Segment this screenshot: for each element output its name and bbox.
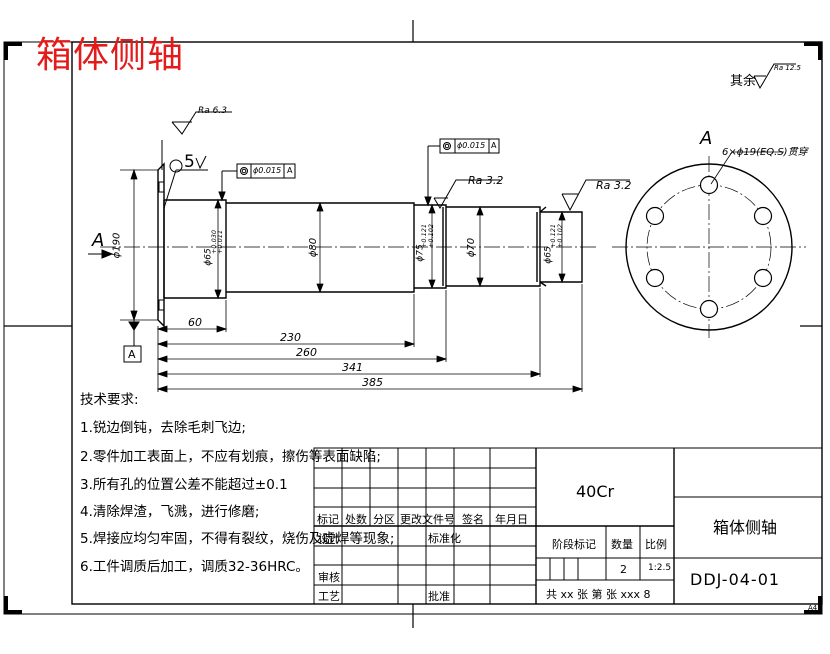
datum-symbol — [123, 320, 142, 363]
d5-tol-lower: +0.102 — [556, 223, 565, 249]
quantity-value: 2 — [620, 563, 627, 576]
len-341-label: 341 — [342, 361, 363, 374]
general-roughness-value: Ra 12.5 — [774, 64, 801, 72]
d3-tol-lower: +0.102 — [427, 223, 436, 249]
part-name: 箱体侧轴 — [713, 518, 778, 537]
tech-req-item: 3.所有孔的位置公差不能超过±0.1 — [80, 477, 288, 493]
len-260-label: 260 — [296, 346, 317, 359]
tech-req-item: 2.零件加工表面上，不应有划痕，擦伤等表面缺陷; — [80, 449, 381, 465]
drawing-number: DDJ-04-01 — [690, 570, 781, 589]
tolerance-frame-right — [424, 138, 500, 207]
roughness-shoulder2 — [561, 179, 630, 212]
rev-header: 处数 — [345, 513, 367, 526]
tech-req-item: 1.锐边倒钝，去除毛刺飞边; — [80, 420, 246, 436]
len-60-label: 60 — [188, 316, 202, 329]
corner-marks — [4, 42, 822, 614]
holes-note: 6×ϕ19(EQ.S)贯穿 — [722, 147, 808, 158]
roughness-shoulder2-label: Ra 3.2 — [596, 179, 632, 192]
process-label: 工艺 — [318, 590, 340, 603]
section-letter-a: A — [700, 128, 713, 149]
tolerance-left-value: ϕ0.015 — [253, 166, 282, 175]
title-block-grid — [313, 447, 823, 605]
d1-tol-lower: +0.011 — [216, 229, 225, 255]
review-label: 审核 — [318, 571, 340, 584]
diameter-dims — [120, 168, 566, 322]
d5-label: ϕ65 — [543, 246, 554, 264]
tech-req-item: 5.焊接应均匀牢固，不得有裂纹，烧伤及虚焊等现象; — [80, 531, 395, 547]
chamfer-leader — [163, 155, 208, 209]
quantity-label: 数量 — [611, 538, 633, 551]
tolerance-left-datum: A — [287, 166, 293, 175]
len-230-label: 230 — [280, 331, 301, 344]
tolerance-right-value: ϕ0.015 — [457, 141, 486, 150]
standardize-label: 标准化 — [428, 532, 461, 545]
roughness-end-face — [161, 111, 232, 170]
rev-header: 更改文件号 — [400, 513, 455, 526]
centering-ticks — [4, 20, 822, 628]
rev-header: 年月日 — [495, 513, 528, 526]
overall-dia-label: ϕ190 — [111, 232, 123, 259]
roughness-shoulder1 — [433, 179, 500, 209]
datum-box-letter: A — [128, 348, 136, 361]
rev-header: 分区 — [373, 513, 395, 526]
material: 40Cr — [576, 482, 615, 501]
approve-label: 批准 — [428, 590, 450, 603]
sheet-size: A4 — [808, 604, 818, 612]
rev-header: 标记 — [317, 513, 339, 526]
stage-mark-label: 阶段标记 — [552, 538, 596, 551]
sheet-info: 共 xx 张 第 张 xxx 8 — [546, 588, 651, 601]
rev-header: 签名 — [462, 513, 484, 526]
tech-req-item: 4.清除焊渣，飞溅，进行修磨; — [80, 504, 260, 520]
roughness-end-face-label: Ra 6.3 — [198, 106, 227, 116]
red-title-overlay: 箱体侧轴 — [36, 35, 185, 76]
d4-label: ϕ70 — [466, 237, 478, 258]
scale-label: 比例 — [645, 538, 667, 551]
tech-req-heading: 技术要求: — [80, 392, 139, 408]
general-roughness-symbol — [753, 63, 796, 90]
len-385-label: 385 — [362, 376, 383, 389]
chamfer-label: 5 — [184, 152, 195, 172]
tech-req-item: 6.工件调质后加工，调质32-36HRC。 — [80, 559, 309, 575]
flange-hole-marks — [158, 181, 165, 311]
length-dims — [156, 284, 584, 393]
flange-end-view — [612, 151, 806, 338]
roughness-shoulder1-label: Ra 3.2 — [468, 174, 504, 187]
tolerance-frame-left — [218, 163, 296, 202]
scale-value: 1:2.5 — [648, 563, 672, 573]
tolerance-right-datum: A — [491, 141, 497, 150]
view-arrow-a — [88, 249, 114, 259]
d2-label: ϕ80 — [308, 237, 320, 258]
view-letter-a: A — [92, 230, 105, 251]
general-roughness-prefix: 其余 — [730, 74, 757, 89]
design-label: 设计 — [318, 532, 340, 545]
